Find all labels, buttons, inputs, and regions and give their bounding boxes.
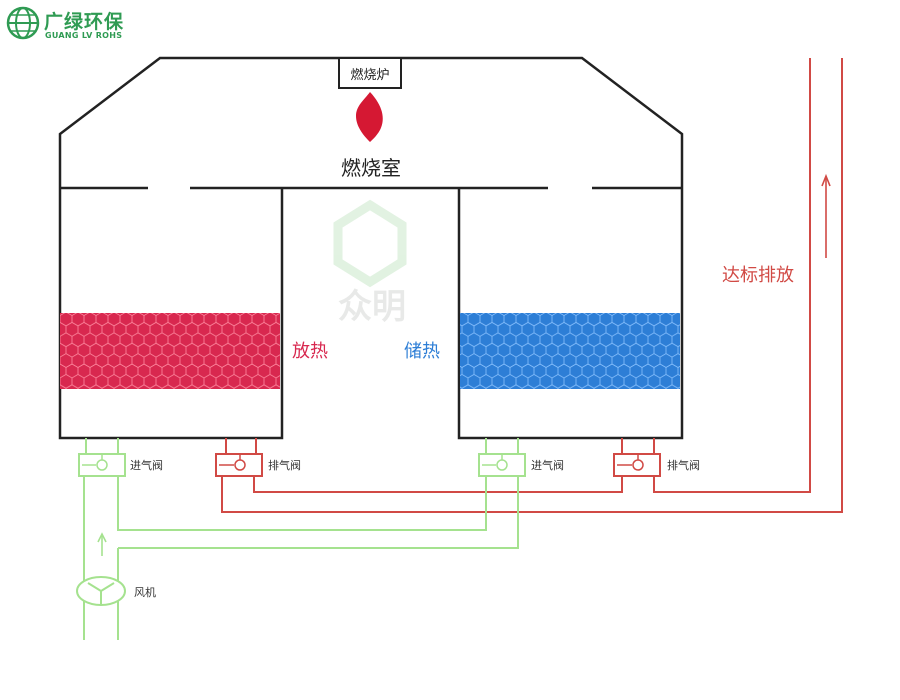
fan-icon	[76, 576, 126, 606]
inlet-arrowhead	[97, 532, 107, 543]
right-tower	[457, 188, 684, 440]
logo: 广绿环保 GUANG LV ROHS	[4, 4, 144, 44]
burner-box	[338, 57, 402, 89]
chamber-label: 燃烧室	[341, 156, 401, 180]
left-ceramic-bed	[60, 313, 280, 389]
left-outlet-valve-label: 排气阀	[268, 458, 301, 472]
right-inlet-valve-label: 进气阀	[531, 458, 564, 472]
right-outlet-valve[interactable]	[613, 453, 661, 477]
watermark: 众明	[333, 199, 407, 327]
left-inlet-valve-label: 进气阀	[130, 458, 163, 472]
heat-storage-label: 储热	[404, 341, 440, 362]
heat-release-label: 放热	[292, 341, 328, 362]
discharge-label: 达标排放	[722, 265, 794, 286]
logo-name: 广绿环保	[44, 11, 125, 33]
logo-subtitle: GUANG LV ROHS	[45, 31, 123, 40]
burner-label: 燃烧炉	[350, 67, 389, 83]
fan-label: 风机	[134, 585, 156, 599]
exhaust-pipe	[221, 58, 843, 513]
discharge-arrowhead	[821, 173, 831, 187]
right-outlet-valve-label: 排气阀	[667, 458, 700, 472]
left-outlet-valve[interactable]	[215, 453, 263, 477]
right-inlet-valve[interactable]	[478, 453, 526, 477]
flame-icon	[356, 92, 383, 142]
left-inlet-valve[interactable]	[78, 453, 126, 477]
watermark-text: 众明	[338, 287, 406, 327]
right-ceramic-bed	[460, 313, 680, 389]
globe-icon	[6, 6, 40, 40]
